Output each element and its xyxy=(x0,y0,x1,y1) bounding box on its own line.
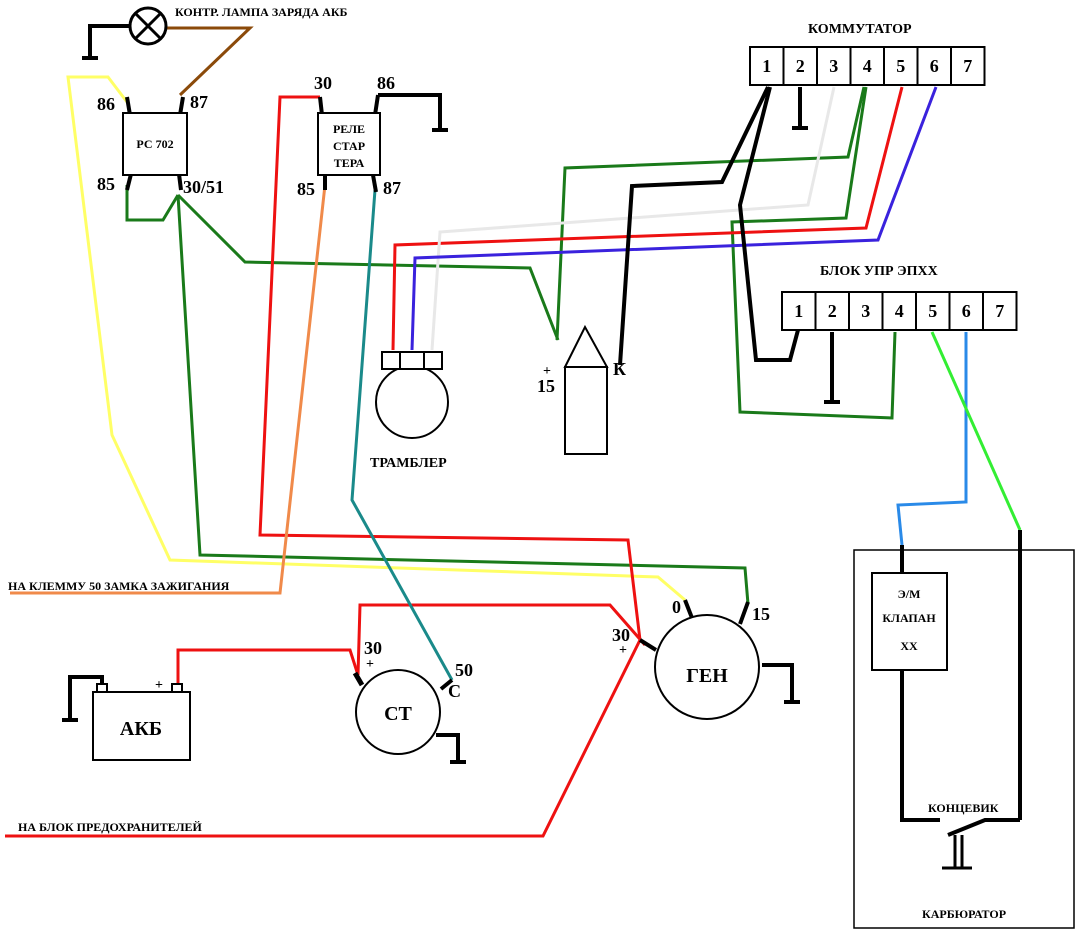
ecu-pin-3: 3 xyxy=(861,301,870,321)
wire-green-comm4-ecu4 xyxy=(730,86,897,420)
wire-orange xyxy=(10,184,327,595)
valve-line2: КЛАПАН xyxy=(882,611,936,625)
lamp-label: КОНТР. ЛАМПА ЗАРЯДА АКБ xyxy=(175,5,348,19)
charge-lamp xyxy=(128,6,168,46)
gen-plus: + xyxy=(619,643,627,658)
sr-pin30: 30 xyxy=(314,73,332,93)
wire-red-battery-st xyxy=(176,648,360,685)
wire-green-main xyxy=(176,193,560,341)
st-pin30: 30 xyxy=(364,638,382,658)
ecu-cell xyxy=(848,291,884,331)
st-plus: + xyxy=(366,657,374,672)
fuse-block-note: НА БЛОК ПРЕДОХРАНИТЕЛЕЙ xyxy=(18,820,203,834)
carburetor-frame xyxy=(853,549,1075,929)
commutator-cell xyxy=(950,46,986,86)
commutator-pin-4: 4 xyxy=(863,56,872,76)
limit-switch-label: КОНЦЕВИК xyxy=(928,801,999,815)
generator xyxy=(654,614,760,720)
generator-label: ГЕН xyxy=(686,665,728,687)
ecu-pin-2: 2 xyxy=(828,301,837,321)
starter-relay xyxy=(317,112,381,176)
ecu-cell xyxy=(982,291,1018,331)
ground-starter-relay xyxy=(378,93,442,130)
ground-battery xyxy=(68,675,104,720)
relay-rs702-label: РС 702 xyxy=(136,137,173,151)
starter-relay-line2: СТАР xyxy=(333,139,365,153)
distributor xyxy=(375,351,449,439)
wire-red-fuse xyxy=(5,639,642,838)
wire-teal xyxy=(350,189,454,681)
starter-label: СТ xyxy=(384,703,412,725)
starter-relay-line1: РЕЛЕ xyxy=(333,122,365,136)
ecu-label: БЛОК УПР ЭПХХ xyxy=(820,264,938,279)
wire-light-green xyxy=(930,331,1022,531)
commutator-pin-5: 5 xyxy=(896,56,905,76)
valve-line1: Э/М xyxy=(898,587,921,601)
relay-rs702 xyxy=(122,112,188,176)
starter-relay-line3: ТЕРА xyxy=(334,156,365,170)
commutator-pin-2: 2 xyxy=(796,56,805,76)
coil-pin15: 15 xyxy=(537,376,555,396)
wire-blue xyxy=(410,86,938,351)
gen-pin15: 15 xyxy=(752,604,770,624)
ecu-pin-6: 6 xyxy=(962,301,971,321)
commutator-terminal-block: 1 2 3 4 5 6 7 xyxy=(749,46,986,86)
gen-pin30: 30 xyxy=(612,625,630,645)
idle-valve xyxy=(871,572,948,671)
rs702-pin86: 86 xyxy=(97,94,115,114)
rs702-pin87: 87 xyxy=(190,92,208,112)
ecu-pin-5: 5 xyxy=(928,301,937,321)
wire-green-comm4-coil xyxy=(555,86,866,341)
wire-green-gen15 xyxy=(176,194,750,605)
battery-plus: + xyxy=(155,678,163,693)
wire-red-st-gen xyxy=(356,603,647,676)
sr-pin87: 87 xyxy=(383,178,401,198)
wire-green-rs702-85 xyxy=(125,185,180,222)
ecu-terminal-block: 1 2 3 4 5 6 7 xyxy=(781,291,1018,331)
ecu-cell xyxy=(881,291,917,331)
ignition-switch-note: НА КЛЕММУ 50 ЗАМКА ЗАЖИГАНИЯ xyxy=(8,579,230,593)
ecu-cell xyxy=(948,291,984,331)
sr-pin85: 85 xyxy=(297,179,315,199)
commutator-label: КОММУТАТОР xyxy=(808,22,912,37)
wire-yellow xyxy=(66,75,686,602)
battery-label: АКБ xyxy=(120,718,162,740)
ecu-pin-7: 7 xyxy=(995,301,1004,321)
rs702-pin3051: 30/51 xyxy=(183,177,224,197)
ground-lamp xyxy=(88,24,130,58)
ignition-coil xyxy=(563,324,609,455)
wire-brown xyxy=(163,26,254,97)
sr-pin86: 86 xyxy=(377,73,395,93)
distributor-label: ТРАМБЛЕР xyxy=(370,456,447,471)
st-c: С xyxy=(448,681,461,701)
ecu-pin-4: 4 xyxy=(895,301,904,321)
ground-generator xyxy=(762,663,794,702)
coil-plus: + xyxy=(543,364,551,379)
coil-pin-k: К xyxy=(613,359,626,379)
commutator-pin-7: 7 xyxy=(963,56,972,76)
ecu-pin-1: 1 xyxy=(794,301,803,321)
ground-starter xyxy=(436,733,460,762)
battery xyxy=(92,683,191,761)
starter-motor xyxy=(355,669,441,755)
gen-pin0: 0 xyxy=(672,597,681,617)
wire-black-comm1-ecu1 xyxy=(737,86,800,362)
carburetor-label: КАРБЮРАТОР xyxy=(922,907,1006,921)
valve-line3: ХХ xyxy=(900,639,918,653)
wire-red-sr30-gen30 xyxy=(258,95,642,641)
valve-to-switch-wire xyxy=(900,670,940,822)
limit-switch-contact xyxy=(947,818,1020,837)
wire-black-comm1-coil xyxy=(618,86,770,366)
commutator-pin-1: 1 xyxy=(762,56,771,76)
rs702-pin85: 85 xyxy=(97,174,115,194)
wire-white xyxy=(430,86,836,351)
wire-light-blue xyxy=(896,332,968,546)
commutator-pin-3: 3 xyxy=(829,56,838,76)
commutator-pin-6: 6 xyxy=(930,56,939,76)
st-pin50: 50 xyxy=(455,660,473,680)
ecu-cell xyxy=(781,291,817,331)
